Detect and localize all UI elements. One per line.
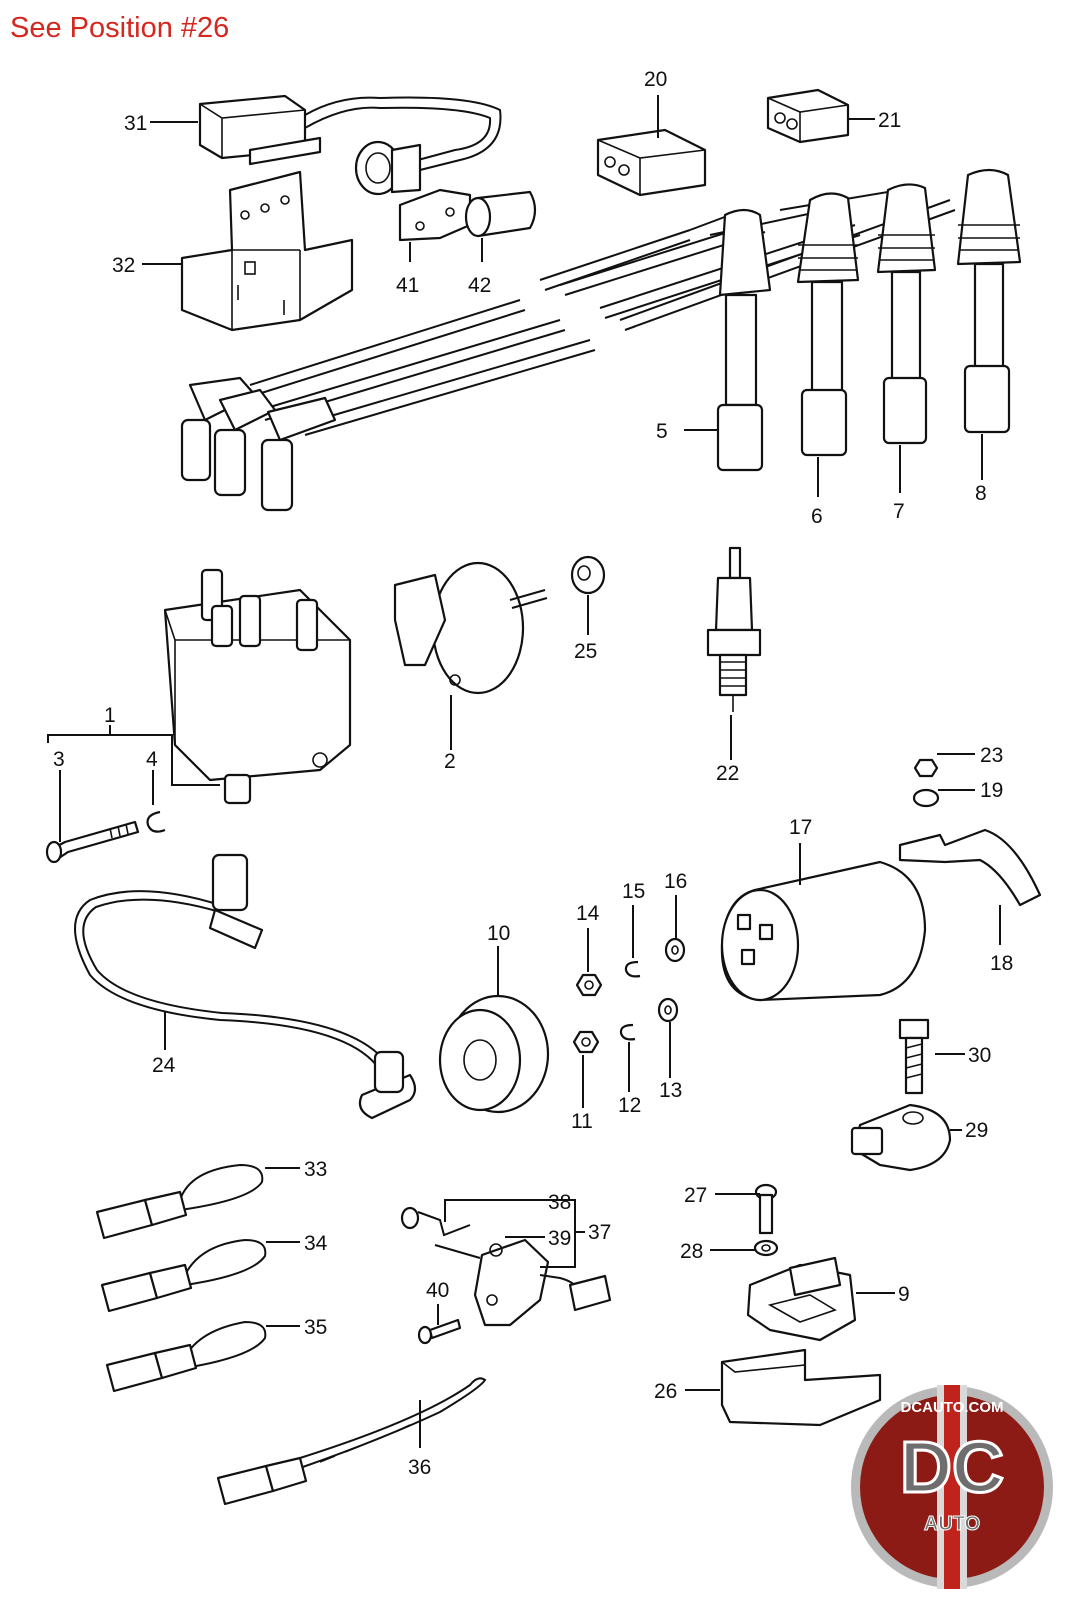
callout-27: 27 — [684, 1184, 707, 1207]
callout-38: 38 — [548, 1191, 571, 1214]
part-12-clip — [619, 1023, 636, 1041]
part-17-ignition-coil — [720, 860, 927, 1002]
logo-top-text: DCAUTO.COM — [900, 1399, 1003, 1416]
distributor-end-boots — [180, 376, 337, 512]
callout-37: 37 — [588, 1221, 611, 1244]
part-23-nut — [913, 758, 939, 778]
callout-32: 32 — [112, 254, 135, 277]
callout-33: 33 — [304, 1158, 327, 1181]
callout-9: 9 — [898, 1283, 910, 1306]
part-26-mounting-plate — [720, 1348, 882, 1427]
callout-19: 19 — [980, 779, 1003, 802]
callout-30: 30 — [968, 1044, 991, 1067]
part-14-nut — [575, 973, 603, 997]
part-16-washer — [664, 937, 686, 963]
plug-boot-6 — [796, 192, 860, 457]
part-22-spark-plug — [706, 546, 762, 712]
logo-bottom-text: AUTO — [924, 1513, 980, 1535]
callout-24: 24 — [152, 1054, 176, 1077]
part-27-screw — [754, 1183, 778, 1235]
part-18-coil-strap — [898, 828, 1042, 907]
part-11-nut — [572, 1030, 600, 1054]
callout-39: 39 — [548, 1227, 571, 1250]
part-33-jumper-harness — [95, 1163, 264, 1240]
part-15-clip — [624, 960, 641, 978]
callout-36: 36 — [408, 1456, 431, 1479]
callout-5: 5 — [656, 420, 668, 443]
callout-31: 31 — [124, 112, 147, 135]
callout-34: 34 — [304, 1232, 328, 1255]
part-39-hall-sender — [434, 1238, 612, 1327]
part-31-connector-cable — [198, 94, 502, 196]
callout-4: 4 — [146, 748, 158, 771]
callout-2: 2 — [444, 750, 456, 773]
callout-labels: 31 32 41 42 20 21 5 6 7 8 1 3 4 2 25 22 … — [53, 68, 1013, 1479]
callout-40: 40 — [426, 1279, 449, 1302]
part-35-jumper-harness — [105, 1320, 267, 1393]
callout-29: 29 — [965, 1119, 988, 1142]
plug-boot-8 — [956, 168, 1022, 434]
dcauto-logo: DCAUTO.COM DC AUTO — [851, 1385, 1053, 1589]
part-10-pulley — [438, 994, 550, 1114]
callout-23: 23 — [980, 744, 1003, 767]
callout-28: 28 — [680, 1240, 703, 1263]
part-4-clip — [146, 810, 166, 833]
callout-22: 22 — [716, 762, 739, 785]
part-28-washer — [753, 1239, 779, 1257]
callout-7: 7 — [893, 500, 905, 523]
part-13-washer — [657, 997, 679, 1023]
callout-13: 13 — [659, 1079, 682, 1102]
leader-lines — [47, 95, 1001, 1448]
callout-15: 15 — [622, 880, 645, 903]
part-29-knock-sensor — [850, 1103, 952, 1172]
callout-11: 11 — [571, 1110, 593, 1133]
part-32-bracket — [180, 170, 354, 332]
plug-boot-5 — [716, 208, 772, 472]
callout-18: 18 — [990, 952, 1013, 975]
part-2-distributor-rotor — [393, 561, 548, 695]
callout-12: 12 — [618, 1094, 641, 1117]
plug-boot-7 — [876, 183, 937, 445]
callout-21: 21 — [878, 109, 901, 132]
ignition-wire-set — [180, 168, 1022, 512]
part-42-plug — [464, 190, 537, 238]
callout-17: 17 — [789, 816, 812, 839]
part-41-clip — [398, 188, 472, 242]
callout-25: 25 — [574, 640, 597, 663]
callout-3: 3 — [53, 748, 65, 771]
part-1-distributor-cap — [163, 568, 352, 805]
part-19-washer — [912, 788, 940, 808]
callout-20: 20 — [644, 68, 667, 91]
part-36-harness — [216, 1377, 487, 1506]
callout-42: 42 — [468, 274, 491, 297]
header-note: See Position #26 — [10, 12, 230, 44]
part-40-screw — [417, 1318, 462, 1345]
callout-1: 1 — [104, 704, 116, 727]
part-34-jumper-harness — [100, 1238, 267, 1313]
callout-16: 16 — [664, 870, 687, 893]
part-25-bushing — [570, 555, 606, 595]
part-30-bolt — [898, 1018, 930, 1095]
part-24-sensor-cable — [74, 853, 417, 1120]
callout-6: 6 — [811, 505, 823, 528]
callout-35: 35 — [304, 1316, 327, 1339]
callout-26: 26 — [654, 1380, 677, 1403]
part-3-screw — [45, 820, 140, 864]
part-20-wire-separator — [596, 128, 707, 197]
callout-8: 8 — [975, 482, 987, 505]
part-38-spring-clip — [400, 1206, 471, 1237]
callout-10: 10 — [487, 922, 510, 945]
part-21-wire-separator — [766, 88, 850, 144]
part-9-control-unit — [746, 1256, 857, 1342]
callout-41: 41 — [396, 274, 419, 297]
callout-14: 14 — [576, 902, 600, 925]
logo-main-text: DC — [900, 1428, 1004, 1508]
